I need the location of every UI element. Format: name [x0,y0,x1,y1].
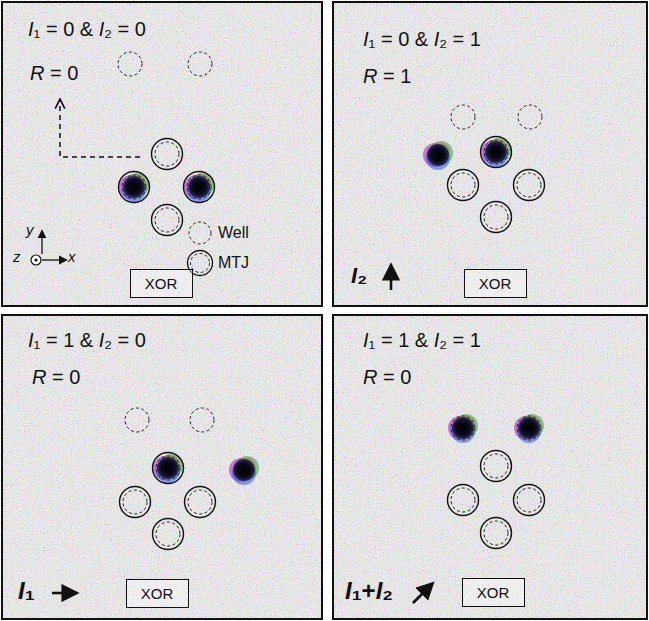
mtj-circle [184,172,215,203]
current-arrow [413,584,432,603]
resistance-label: R = 0 [30,62,78,84]
mtj-circle [481,137,512,168]
legend-text: Well [218,224,249,242]
panel-ground [333,315,647,619]
panel-ground [2,315,322,619]
well-circle [156,522,180,546]
current-label: I₂ [351,264,367,288]
skyrmion [514,414,544,443]
well-circle [517,488,541,512]
mtj-circle [514,485,545,516]
current-arrow [390,266,393,290]
gate-label: XOR [141,585,174,602]
resistance-label: R = 0 [32,366,80,388]
mtj-circle [448,485,479,516]
well-circle [484,521,508,545]
well-circle [484,205,508,229]
well-circle [517,416,541,440]
microscopy-panel [333,315,647,619]
panel-ground [333,2,647,306]
resistance-label: R = 1 [363,65,411,87]
current-arrow [52,592,76,595]
well-circle [125,408,149,432]
mtj-circle [120,487,151,518]
axis-label: z [13,249,21,266]
well-circle [518,105,542,129]
well-circle [451,173,475,197]
skyrmion [423,141,453,170]
condition-label: I₁ = 1 & I₂ = 0 [28,329,146,351]
well-circle [123,490,147,514]
well-circle [155,142,179,166]
speckle-noise [333,2,647,306]
speckle-noise [333,315,647,619]
mtj-circle [481,451,512,482]
resistance-label: R = 0 [363,366,411,388]
condition-label: I₁ = 0 & I₂ = 1 [363,28,481,50]
mtj-circle [481,518,512,549]
well-circle [188,490,212,514]
well-circle [156,456,180,480]
well-circle [118,52,142,76]
mtj-circle [481,202,512,233]
skyrmion [448,414,478,443]
speckle-noise [2,315,322,619]
legend-text: MTJ [218,254,249,272]
panel-frame [333,2,647,306]
panel-frame [333,315,647,619]
gate-label-box: XOR [130,269,193,298]
axis-label: y [26,222,34,239]
mtj-circle [152,205,183,236]
skyrmion [229,456,259,485]
legend-symbol [189,222,211,244]
condition-label: I₁ = 1 & I₂ = 1 [363,329,481,351]
well-circle [451,488,475,512]
gate-label: XOR [145,275,178,292]
mtj-circle [185,487,216,518]
well-circle [484,454,508,478]
current-label: I₁ [18,578,35,604]
microscopy-panel [2,2,322,306]
well-circle [188,52,212,76]
well-circle [451,105,475,129]
panel-frame [2,315,322,619]
well-circle [517,173,541,197]
current-label: I₁+I₂ [345,578,393,604]
microscopy-panel [2,315,322,619]
mtj-circle [153,519,184,550]
well-circle [451,416,475,440]
readout-arrow [60,99,140,157]
panel-ground [2,2,322,306]
speckle-noise [2,2,322,306]
condition-label: I₁ = 0 & I₂ = 0 [28,18,146,40]
panel-frame [2,2,322,306]
axis-label: x [68,249,76,266]
mtj-circle [119,172,150,203]
well-circle [155,208,179,232]
well-circle [122,175,146,199]
gate-label: XOR [479,275,512,292]
well-circle [187,175,211,199]
microscopy-panel [333,2,647,306]
gate-label-box: XOR [464,269,527,298]
mtj-circle [514,170,545,201]
well-circle [484,140,508,164]
axes-symbol [31,231,66,265]
mtj-circle [152,139,183,170]
gate-label-box: XOR [462,578,525,607]
gate-label: XOR [477,584,510,601]
mtj-circle [153,453,184,484]
well-circle [190,408,214,432]
mtj-circle [448,170,479,201]
gate-label-box: XOR [126,579,189,608]
